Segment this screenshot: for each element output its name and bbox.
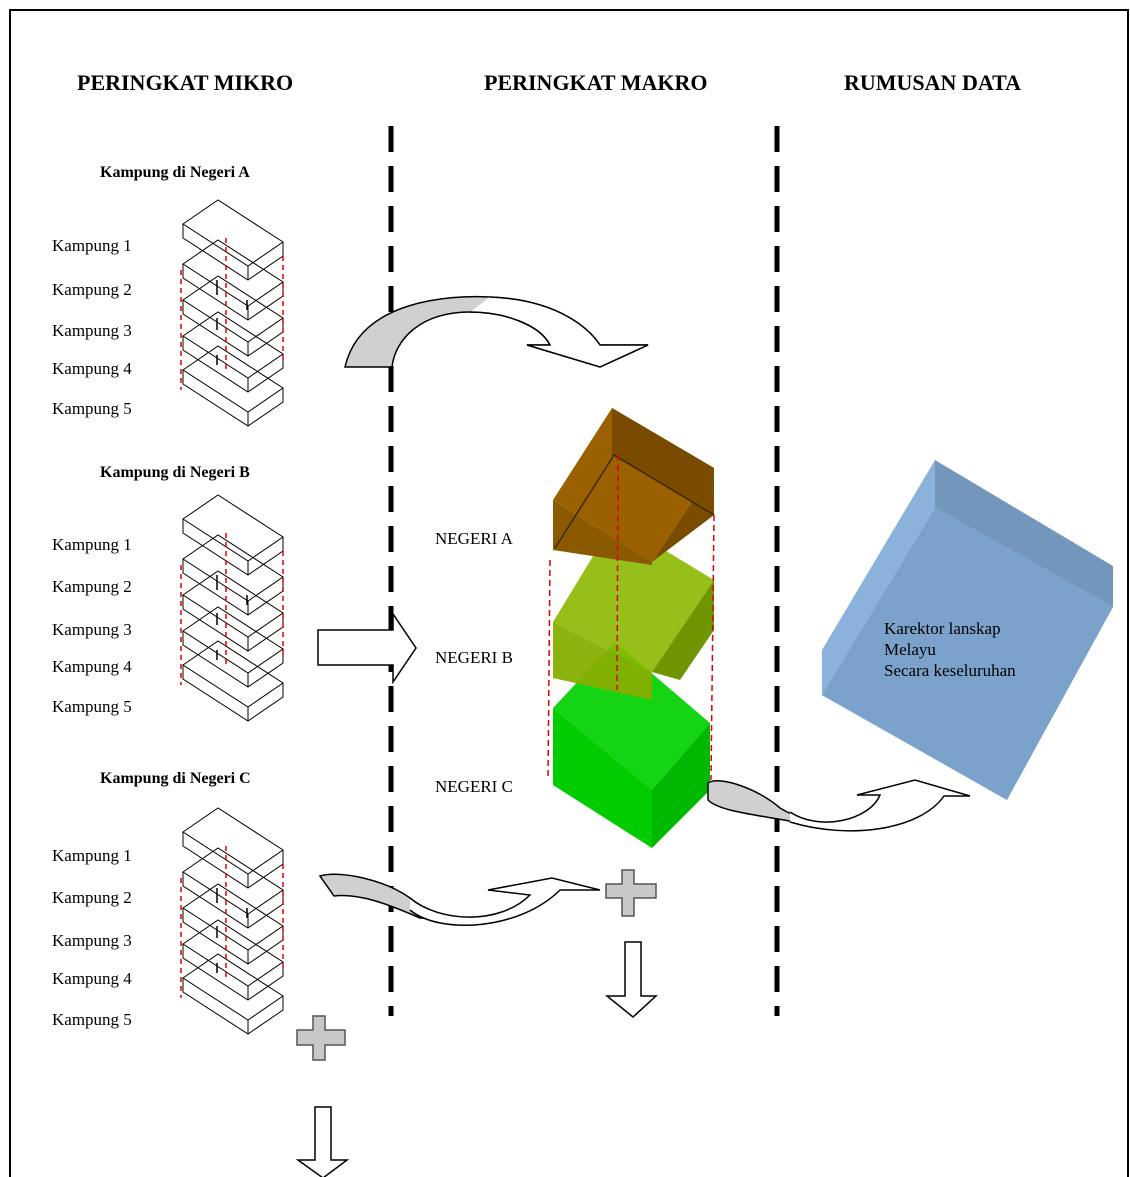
group-c-kampung-3: Kampung 3 (52, 931, 132, 950)
group-a-kampung-4: Kampung 4 (52, 359, 132, 378)
group-title-negeri-a: Kampung di Negeri A (100, 164, 250, 181)
cube-negeri-a (553, 408, 715, 565)
stack-kampung-negeri-b (180, 494, 284, 722)
page-border (9, 9, 1129, 1177)
group-a-kampung-1: Kampung 1 (52, 236, 132, 255)
plus-sign-micro (296, 1015, 346, 1061)
group-b-kampung-2: Kampung 2 (52, 577, 132, 596)
summary-line-2: Melayu (884, 640, 936, 659)
label-negeri-c: NEGERI C (435, 777, 513, 796)
group-c-kampung-4: Kampung 4 (52, 969, 132, 988)
group-title-negeri-b: Kampung di Negeri B (100, 464, 250, 481)
plus-sign-macro (605, 869, 657, 917)
group-b-kampung-3: Kampung 3 (52, 620, 132, 639)
label-negeri-b: NEGERI B (435, 648, 513, 667)
curved-arrow-to-summary (707, 780, 829, 825)
group-b-kampung-4: Kampung 4 (52, 657, 132, 676)
stack-kampung-negeri-a (180, 199, 284, 427)
group-c-kampung-2: Kampung 2 (52, 888, 132, 907)
header-peringkat-mikro: PERINGKAT MIKRO (77, 70, 294, 95)
summary-text: Karektor lanskap Melayu Secara keseluruh… (884, 618, 1016, 681)
down-arrow-macro (604, 941, 658, 1018)
down-arrow-micro (295, 1106, 350, 1177)
group-title-negeri-c: Kampung di Negeri C (100, 770, 251, 787)
guide-negeri-center (616, 454, 619, 691)
group-c-kampung-5: Kampung 5 (52, 1010, 132, 1029)
group-a-kampung-5: Kampung 5 (52, 399, 132, 418)
summary-box (822, 460, 1113, 800)
cube-negeri-b (553, 520, 714, 700)
header-rumusan-data: RUMUSAN DATA (844, 70, 1022, 95)
group-a-kampung-2: Kampung 2 (52, 280, 132, 299)
guide-negeri-right (710, 514, 715, 781)
group-b-kampung-5: Kampung 5 (52, 697, 132, 716)
header-peringkat-makro: PERINGKAT MAKRO (484, 70, 708, 95)
group-b-kampung-1: Kampung 1 (52, 535, 132, 554)
group-c-kampung-1: Kampung 1 (52, 846, 132, 865)
stack-kampung-negeri-c (180, 807, 284, 1035)
summary-line-3: Secara keseluruhan (884, 661, 1016, 680)
block-arrow-negeri-b (317, 611, 417, 685)
label-negeri-a: NEGERI A (435, 529, 513, 548)
group-a-kampung-3: Kampung 3 (52, 321, 132, 340)
summary-line-1: Karektor lanskap (884, 619, 1001, 638)
guide-negeri-left (547, 559, 551, 781)
